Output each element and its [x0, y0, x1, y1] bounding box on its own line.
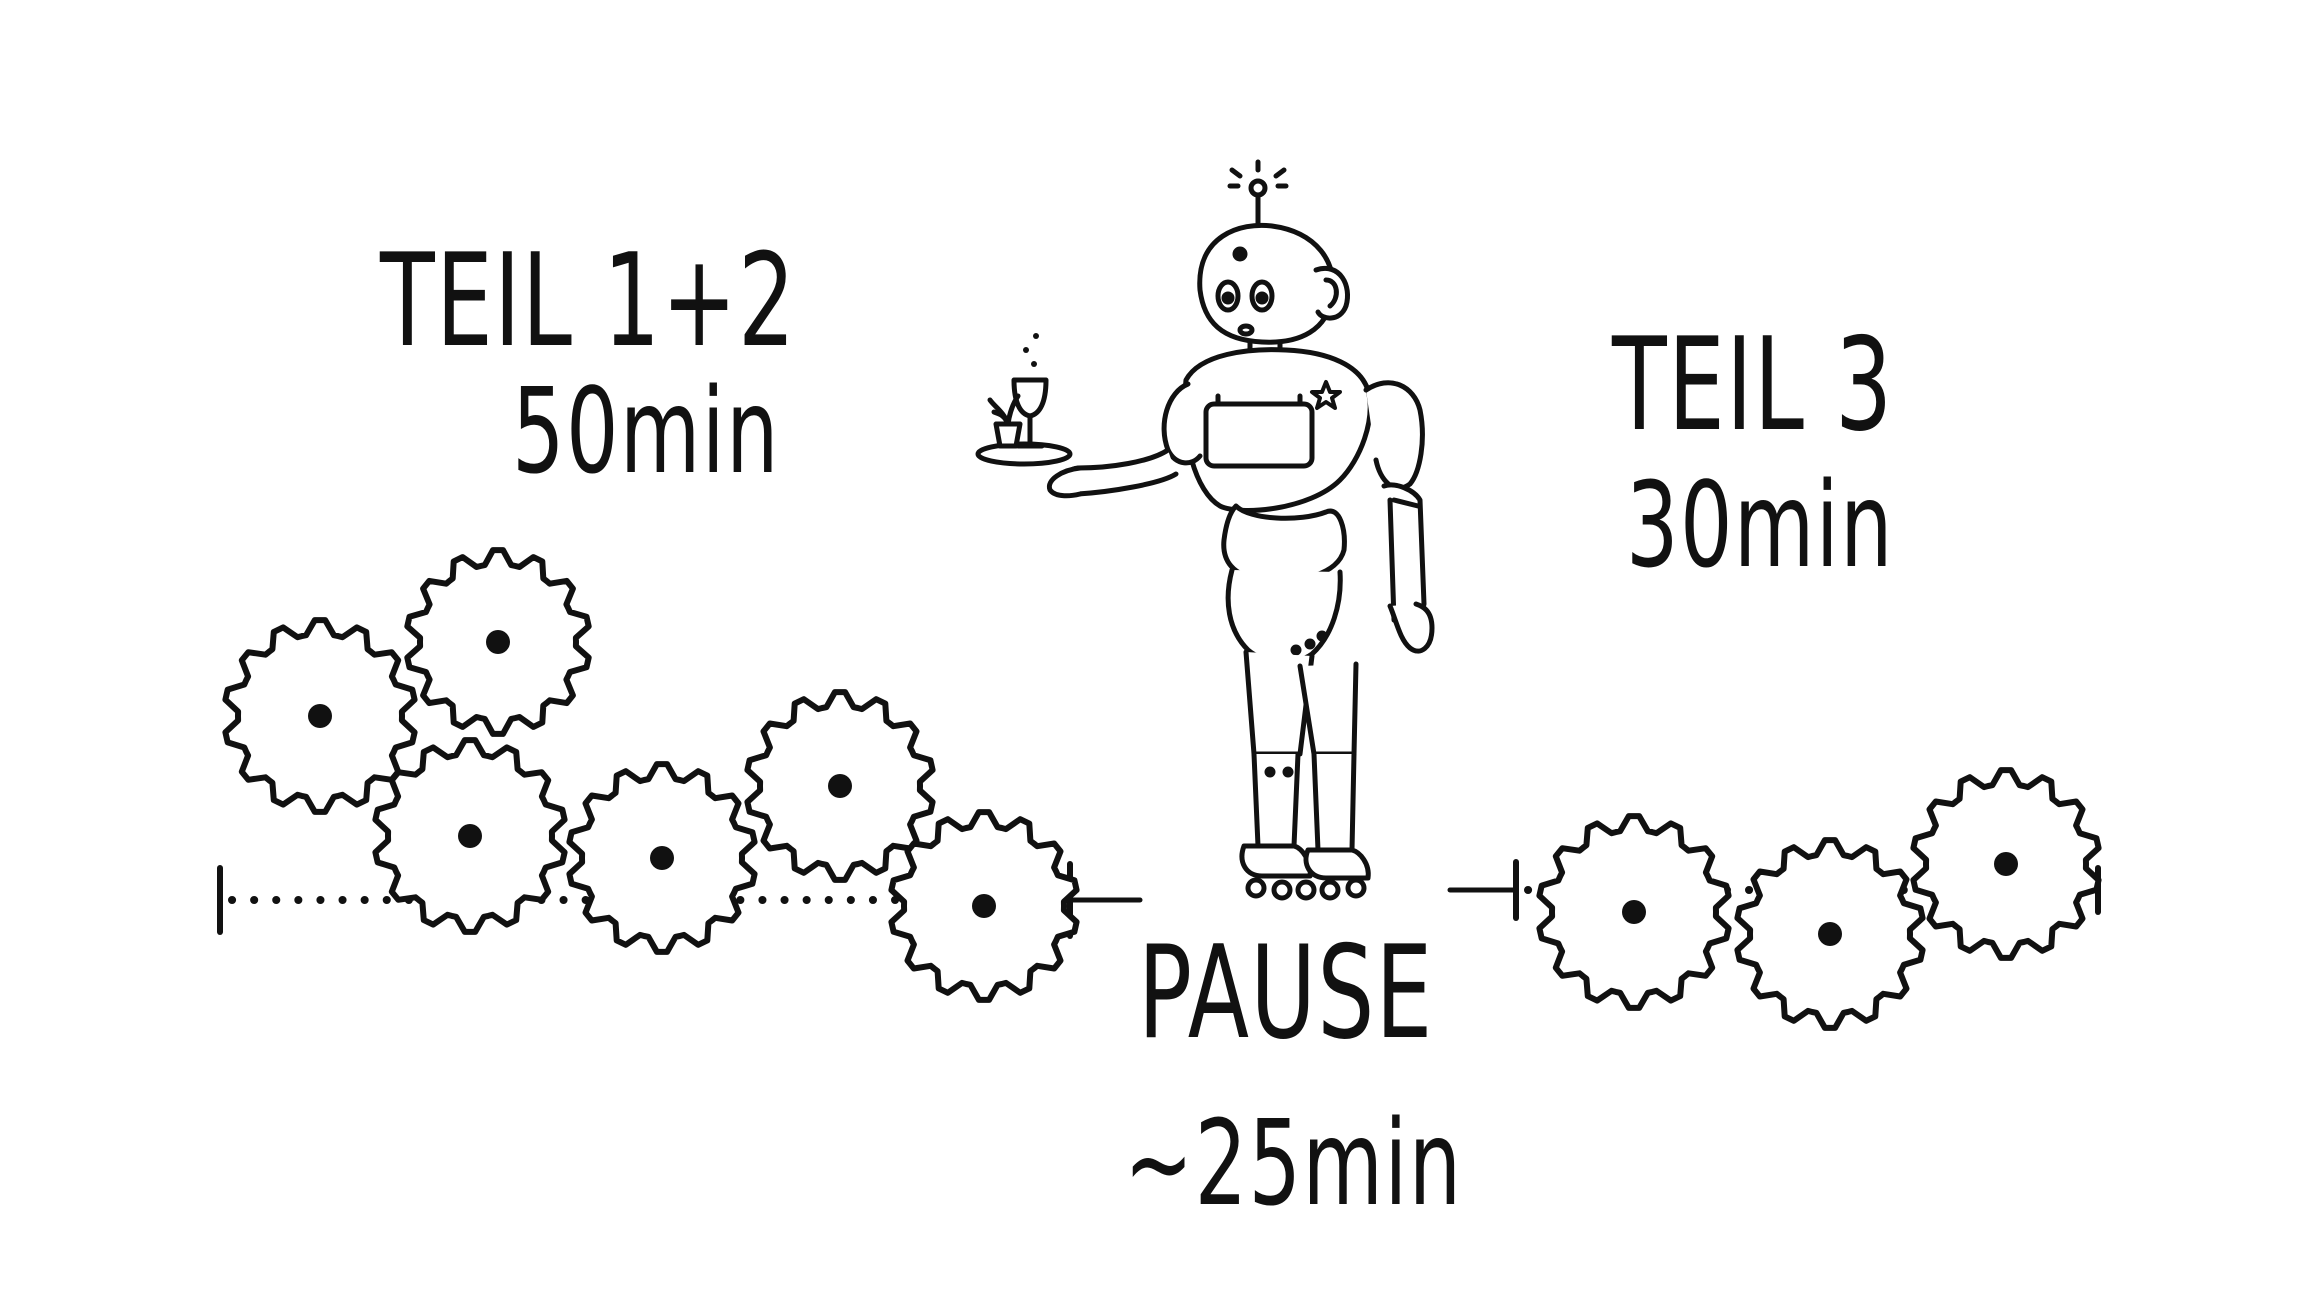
gear-icon: [372, 737, 568, 935]
robot-waiter-icon: [1046, 159, 1435, 901]
gears-part12: [222, 547, 1080, 1003]
part3-title: TEIL 3: [1612, 311, 1894, 460]
part12-duration: 50min: [512, 362, 780, 500]
pause-title: PAUSE: [1138, 919, 1434, 1068]
gear-icon: [1734, 837, 1926, 1031]
gear-icon: [1910, 767, 2102, 961]
gears-part3: [1536, 767, 2102, 1031]
gear-icon: [1536, 813, 1732, 1011]
gear-icon: [566, 761, 758, 955]
gear-icon: [222, 617, 418, 815]
pause-duration: ~25min: [1124, 1094, 1463, 1232]
part12-title: TEIL 1+2: [380, 227, 797, 376]
serving-tray-icon: [975, 333, 1073, 467]
gear-icon: [888, 809, 1080, 1003]
gear-icon: [404, 547, 592, 737]
gear-icon: [744, 689, 936, 883]
part3-duration: 30min: [1626, 456, 1894, 594]
